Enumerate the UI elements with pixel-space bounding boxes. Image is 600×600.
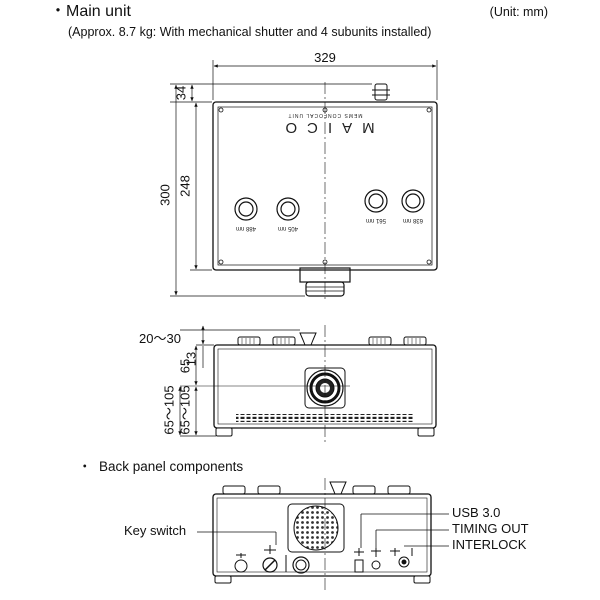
fiber-port-icon — [234, 189, 425, 221]
power-button-icon — [285, 555, 310, 574]
title-text: Back panel components — [99, 459, 244, 474]
unit-label: (Unit: mm) — [489, 5, 548, 19]
fan-icon — [287, 503, 345, 553]
usb-port-icon — [354, 548, 364, 573]
power-jack-icon — [234, 553, 248, 573]
dim-knob-range: 20～30 — [139, 331, 181, 346]
front-view-dimensions: 20～30 13 65 65～105 65～105 — [139, 325, 300, 437]
key-switch-icon — [262, 545, 278, 573]
label-timing-out: TIMING OUT — [452, 521, 529, 536]
dim-inner-height: 248 — [177, 175, 192, 197]
front-view — [180, 325, 437, 442]
knob-icon — [237, 332, 427, 346]
weight-note: (Approx. 8.7 kg: With mechanical shutter… — [68, 25, 432, 39]
dim-width: 329 — [314, 50, 336, 65]
top-view — [212, 82, 438, 300]
timing-out-port-icon — [371, 548, 381, 570]
dim-total-height: 300 — [157, 184, 172, 206]
bullet: ・ — [78, 459, 92, 474]
top-view-labels: MAICO MEMS CONFOCAL UNIT 488 nm 405 nm 5… — [236, 112, 423, 231]
brand-subtitle: MEMS CONFOCAL UNIT — [287, 112, 362, 118]
section-title-main-unit: ・Main unit — [50, 4, 131, 20]
port-label: 405 nm — [278, 225, 298, 231]
interlock-port-icon — [390, 548, 413, 568]
port-label: 638 nm — [403, 217, 423, 223]
label-usb: USB 3.0 — [452, 505, 501, 520]
brand-logo: MAICO — [275, 119, 374, 136]
vent-grille — [236, 414, 414, 422]
back-panel-body — [212, 493, 432, 577]
dim-body-height: 65～105 — [161, 385, 176, 434]
port-label: 488 nm — [236, 225, 256, 231]
dim-center-height: 65 — [177, 359, 192, 373]
top-view-dimensions: 329 34 248 300 — [157, 50, 438, 297]
label-key-switch: Key switch — [124, 523, 187, 538]
label-interlock: INTERLOCK — [452, 537, 527, 552]
title-text: Main unit — [66, 3, 131, 20]
port-label: 561 nm — [366, 217, 386, 223]
bullet: ・ — [50, 3, 67, 20]
back-panel-view — [197, 478, 449, 590]
section-title-back-panel: ・ Back panel components — [78, 460, 243, 474]
handle-icon — [372, 83, 390, 101]
